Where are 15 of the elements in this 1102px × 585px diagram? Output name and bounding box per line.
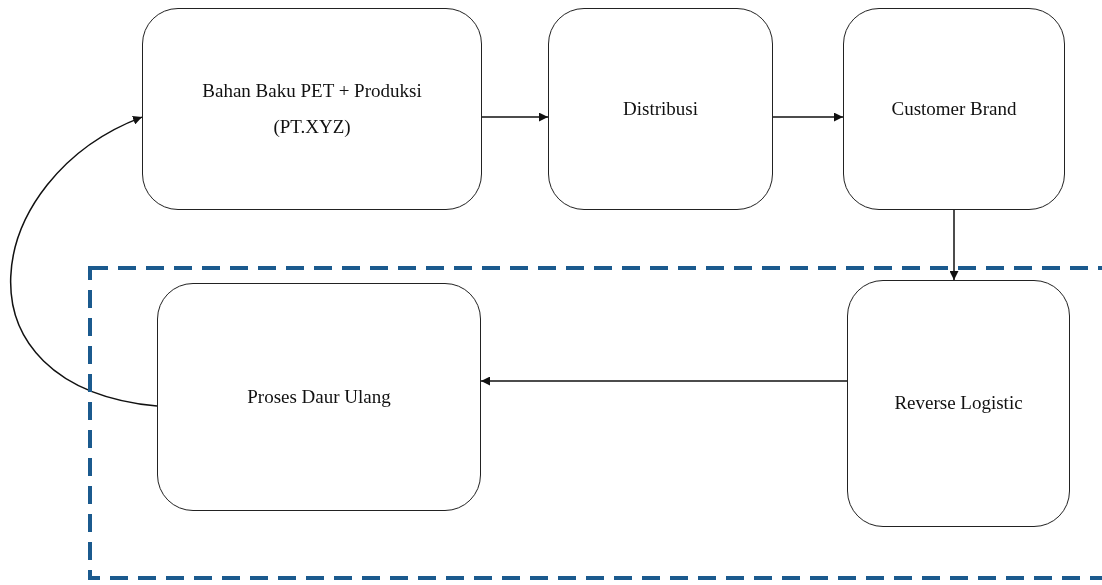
arrow [480,376,848,386]
arrow [481,112,549,122]
process-box [548,8,773,210]
process-box [142,8,482,210]
node-label: Bahan Baku PET + Produksi (PT.XYZ) [201,78,423,139]
arrow [949,209,959,281]
node-label: Reverse Logistic [894,391,1023,416]
node-label: Customer Brand [891,96,1017,121]
process-box [847,280,1070,527]
process-box [843,8,1065,210]
node-label: Proses Daur Ulang [247,384,391,409]
arrow [10,116,158,407]
node-label: Distribusi [623,96,698,121]
process-box [157,283,481,511]
arrow [772,112,844,122]
